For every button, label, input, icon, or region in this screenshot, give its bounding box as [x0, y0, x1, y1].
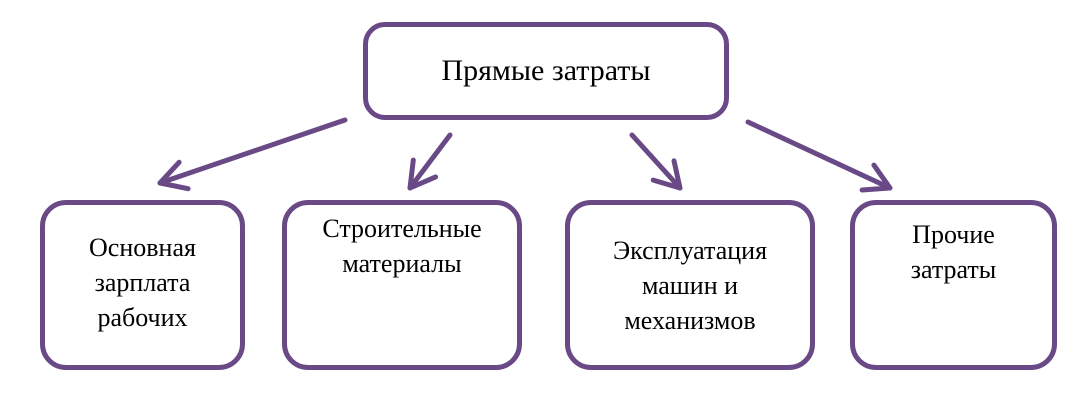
node-machinery-operation: Эксплуатация машин и механизмов [565, 200, 815, 370]
node-building-materials: Строительные материалы [282, 200, 522, 370]
arrow-to-child-2 [629, 132, 683, 191]
node-basic-wages-line-2: зарплата [94, 267, 191, 297]
arrow-to-child-1 [407, 132, 453, 191]
node-machinery-operation-line-2: машин и [641, 270, 739, 300]
node-building-materials-line-2: материалы [342, 249, 462, 278]
node-building-materials-line-1: Строительные [322, 214, 482, 243]
node-machinery-operation-line-3: механизмов [624, 305, 756, 335]
node-basic-wages-line-1: Основная [89, 232, 196, 262]
root-node-label: Прямые затраты [441, 54, 651, 87]
node-other-costs: Прочие затраты [850, 200, 1057, 370]
arrow-to-child-3 [745, 119, 893, 193]
arrow-to-child-0 [157, 117, 348, 192]
node-basic-wages: Основная зарплата рабочих [40, 200, 245, 370]
node-basic-wages-line-3: рабочих [97, 302, 188, 332]
node-other-costs-line-2: затраты [910, 255, 997, 284]
root-node-box: Прямые затраты [363, 22, 729, 120]
node-other-costs-line-1: Прочие [912, 220, 995, 249]
node-machinery-operation-line-1: Эксплуатация [612, 235, 768, 265]
